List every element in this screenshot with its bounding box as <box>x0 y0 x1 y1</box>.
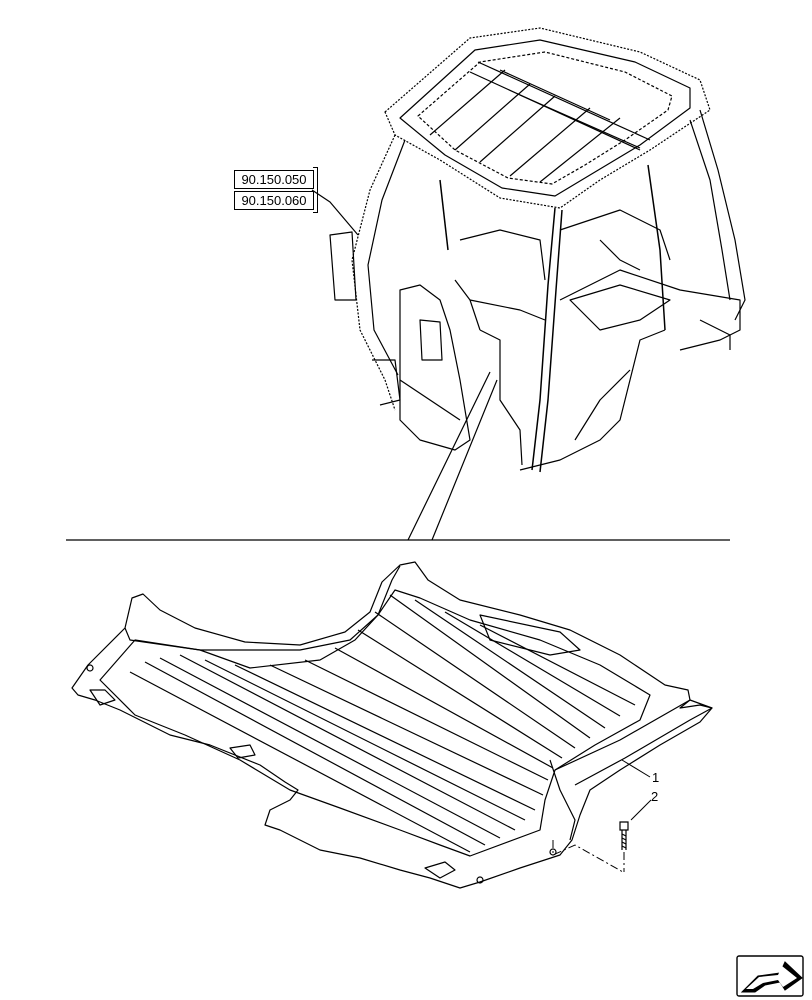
callout-2: 2 <box>651 789 659 804</box>
cab-pillars <box>351 109 746 473</box>
callout-leaders <box>621 759 652 821</box>
next-page-arrow-icon[interactable] <box>737 956 803 996</box>
floor-mat-outline <box>71 561 713 889</box>
next-page-icon-graphic <box>736 955 804 997</box>
callout-1: 1 <box>652 770 660 785</box>
bolt-part <box>619 821 629 850</box>
floor-mat-side-rail <box>554 699 713 786</box>
reference-label-1[interactable]: 90.150.050 <box>234 170 314 189</box>
leader-lines <box>311 189 498 541</box>
cab-illustration <box>311 27 746 541</box>
floor-mat-front-wall <box>124 565 401 651</box>
floor-mat-illustration <box>71 561 713 889</box>
cab-roof <box>384 27 711 209</box>
reference-bracket <box>313 167 318 213</box>
floor-mat-ribs <box>129 594 636 853</box>
alignment-lines <box>552 840 625 873</box>
floor-mat-inner <box>99 589 651 857</box>
cab-body <box>329 209 741 471</box>
reference-label-2[interactable]: 90.150.060 <box>234 191 314 210</box>
